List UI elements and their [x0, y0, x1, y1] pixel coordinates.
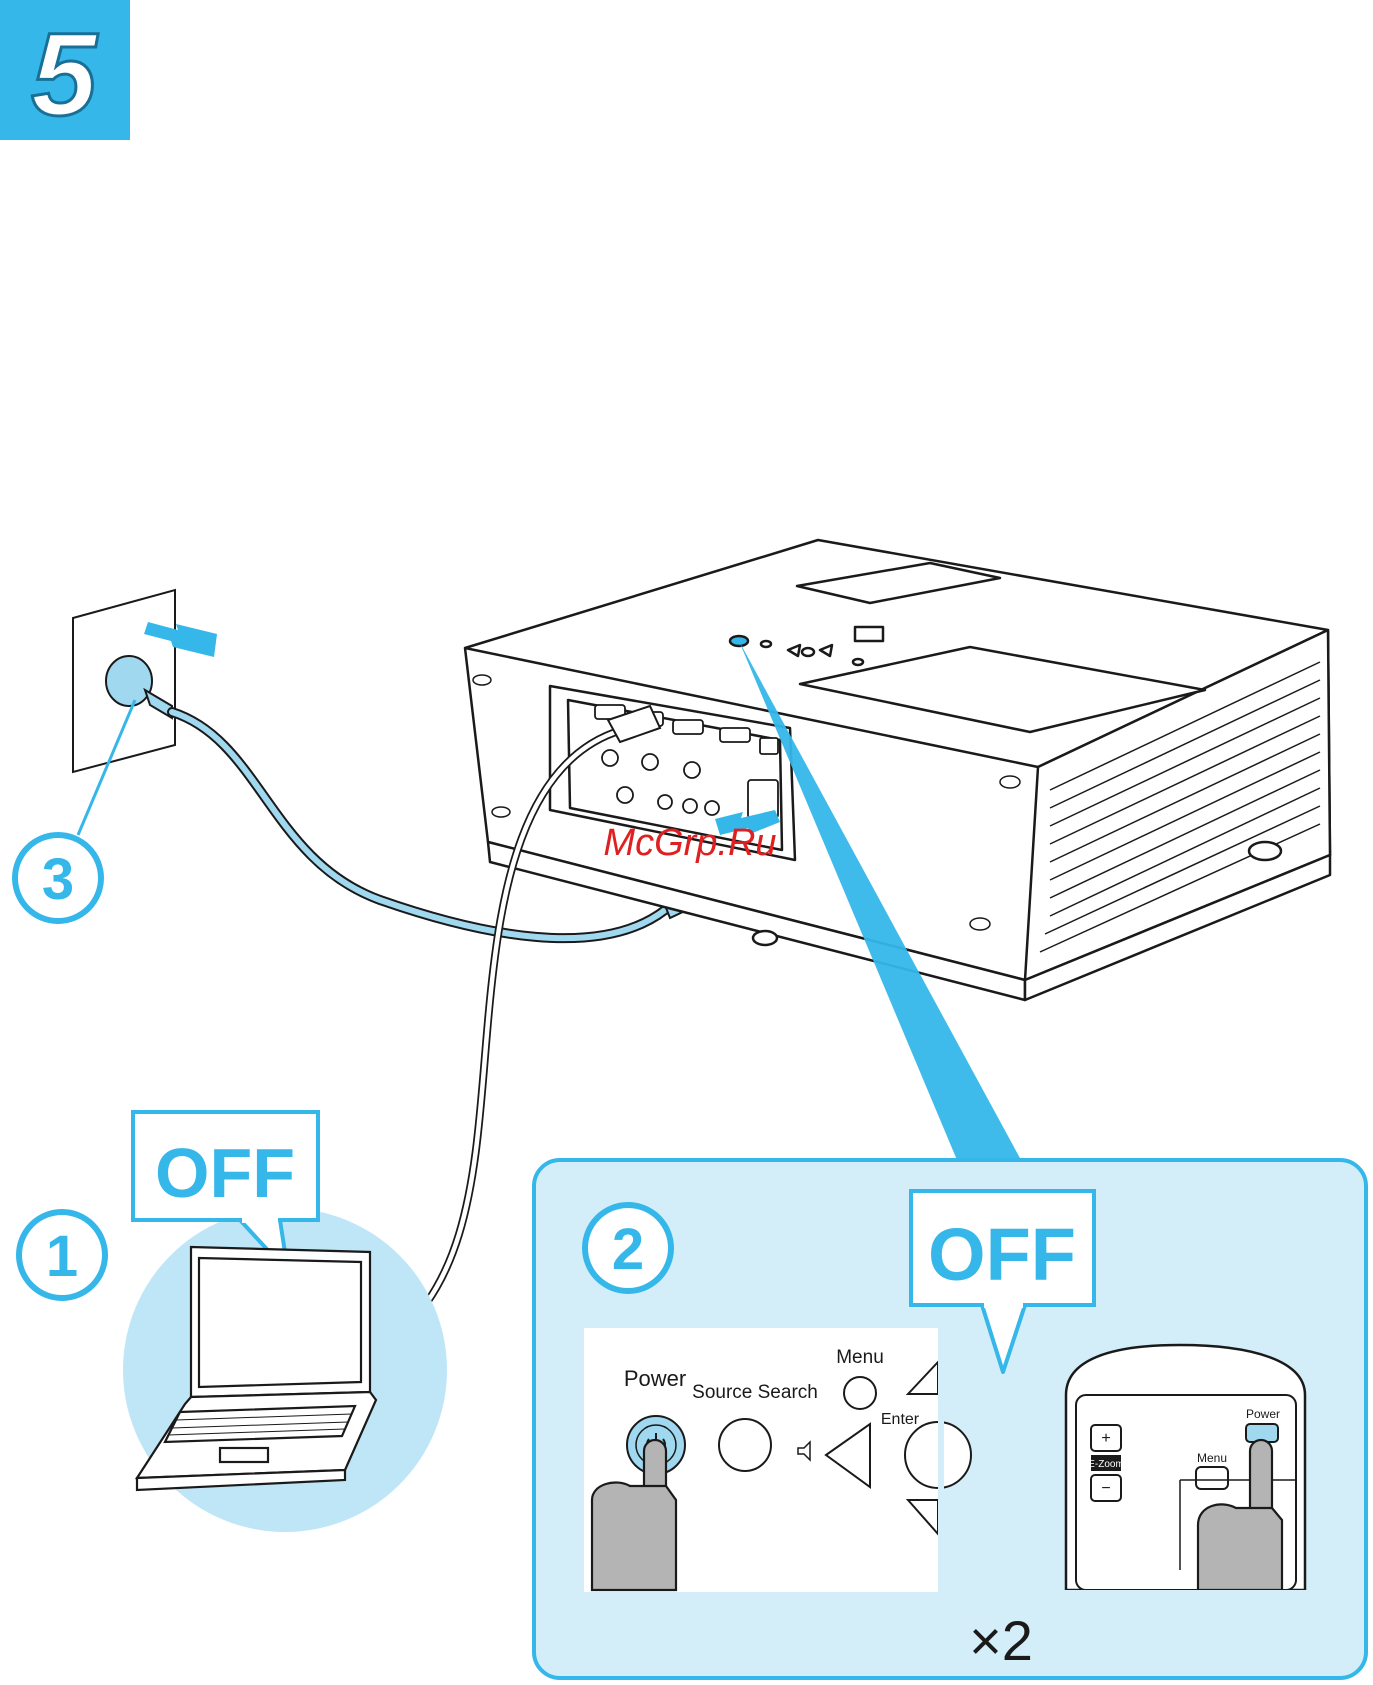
menu-button[interactable]	[844, 1377, 876, 1409]
zoom-in-icon: +	[1101, 1430, 1110, 1447]
wall-outlet	[73, 590, 175, 772]
instruction-panel: 2 OFF Power Source Search Menu Enter	[534, 1160, 1366, 1678]
panel-off-label: OFF	[928, 1213, 1076, 1296]
laptop-group: OFF	[123, 1112, 447, 1532]
step-number: 5	[31, 9, 99, 141]
panel-menu-label: Menu	[836, 1347, 884, 1368]
source-search-button[interactable]	[719, 1419, 771, 1471]
remote-control-closeup: + E-Zoom − Power Menu	[1060, 1345, 1312, 1600]
control-panel-closeup: Power Source Search Menu Enter	[584, 1328, 971, 1592]
marker-two-label: 2	[612, 1217, 644, 1282]
laptop-off-label: OFF	[155, 1134, 295, 1212]
zoom-out-icon: −	[1101, 1480, 1110, 1497]
marker-one-label: 1	[46, 1224, 78, 1289]
remote-menu-button[interactable]	[1196, 1467, 1228, 1489]
marker-three-label: 3	[42, 847, 74, 912]
panel-source-search-label: Source Search	[692, 1382, 818, 1403]
remote-power-label: Power	[1246, 1407, 1280, 1421]
press-twice-label: ×2	[969, 1609, 1033, 1672]
remote-ezoom-label: E-Zoom	[1088, 1459, 1124, 1470]
panel-enter-label: Enter	[881, 1411, 920, 1428]
marker-two: 2	[585, 1205, 671, 1291]
projector	[465, 540, 1330, 1000]
watermark: McGrp.Ru	[603, 822, 776, 864]
panel-power-label: Power	[624, 1366, 686, 1391]
step-badge: 5	[0, 0, 130, 141]
remote-menu-label: Menu	[1197, 1451, 1227, 1465]
marker-one: 1	[19, 1212, 105, 1298]
